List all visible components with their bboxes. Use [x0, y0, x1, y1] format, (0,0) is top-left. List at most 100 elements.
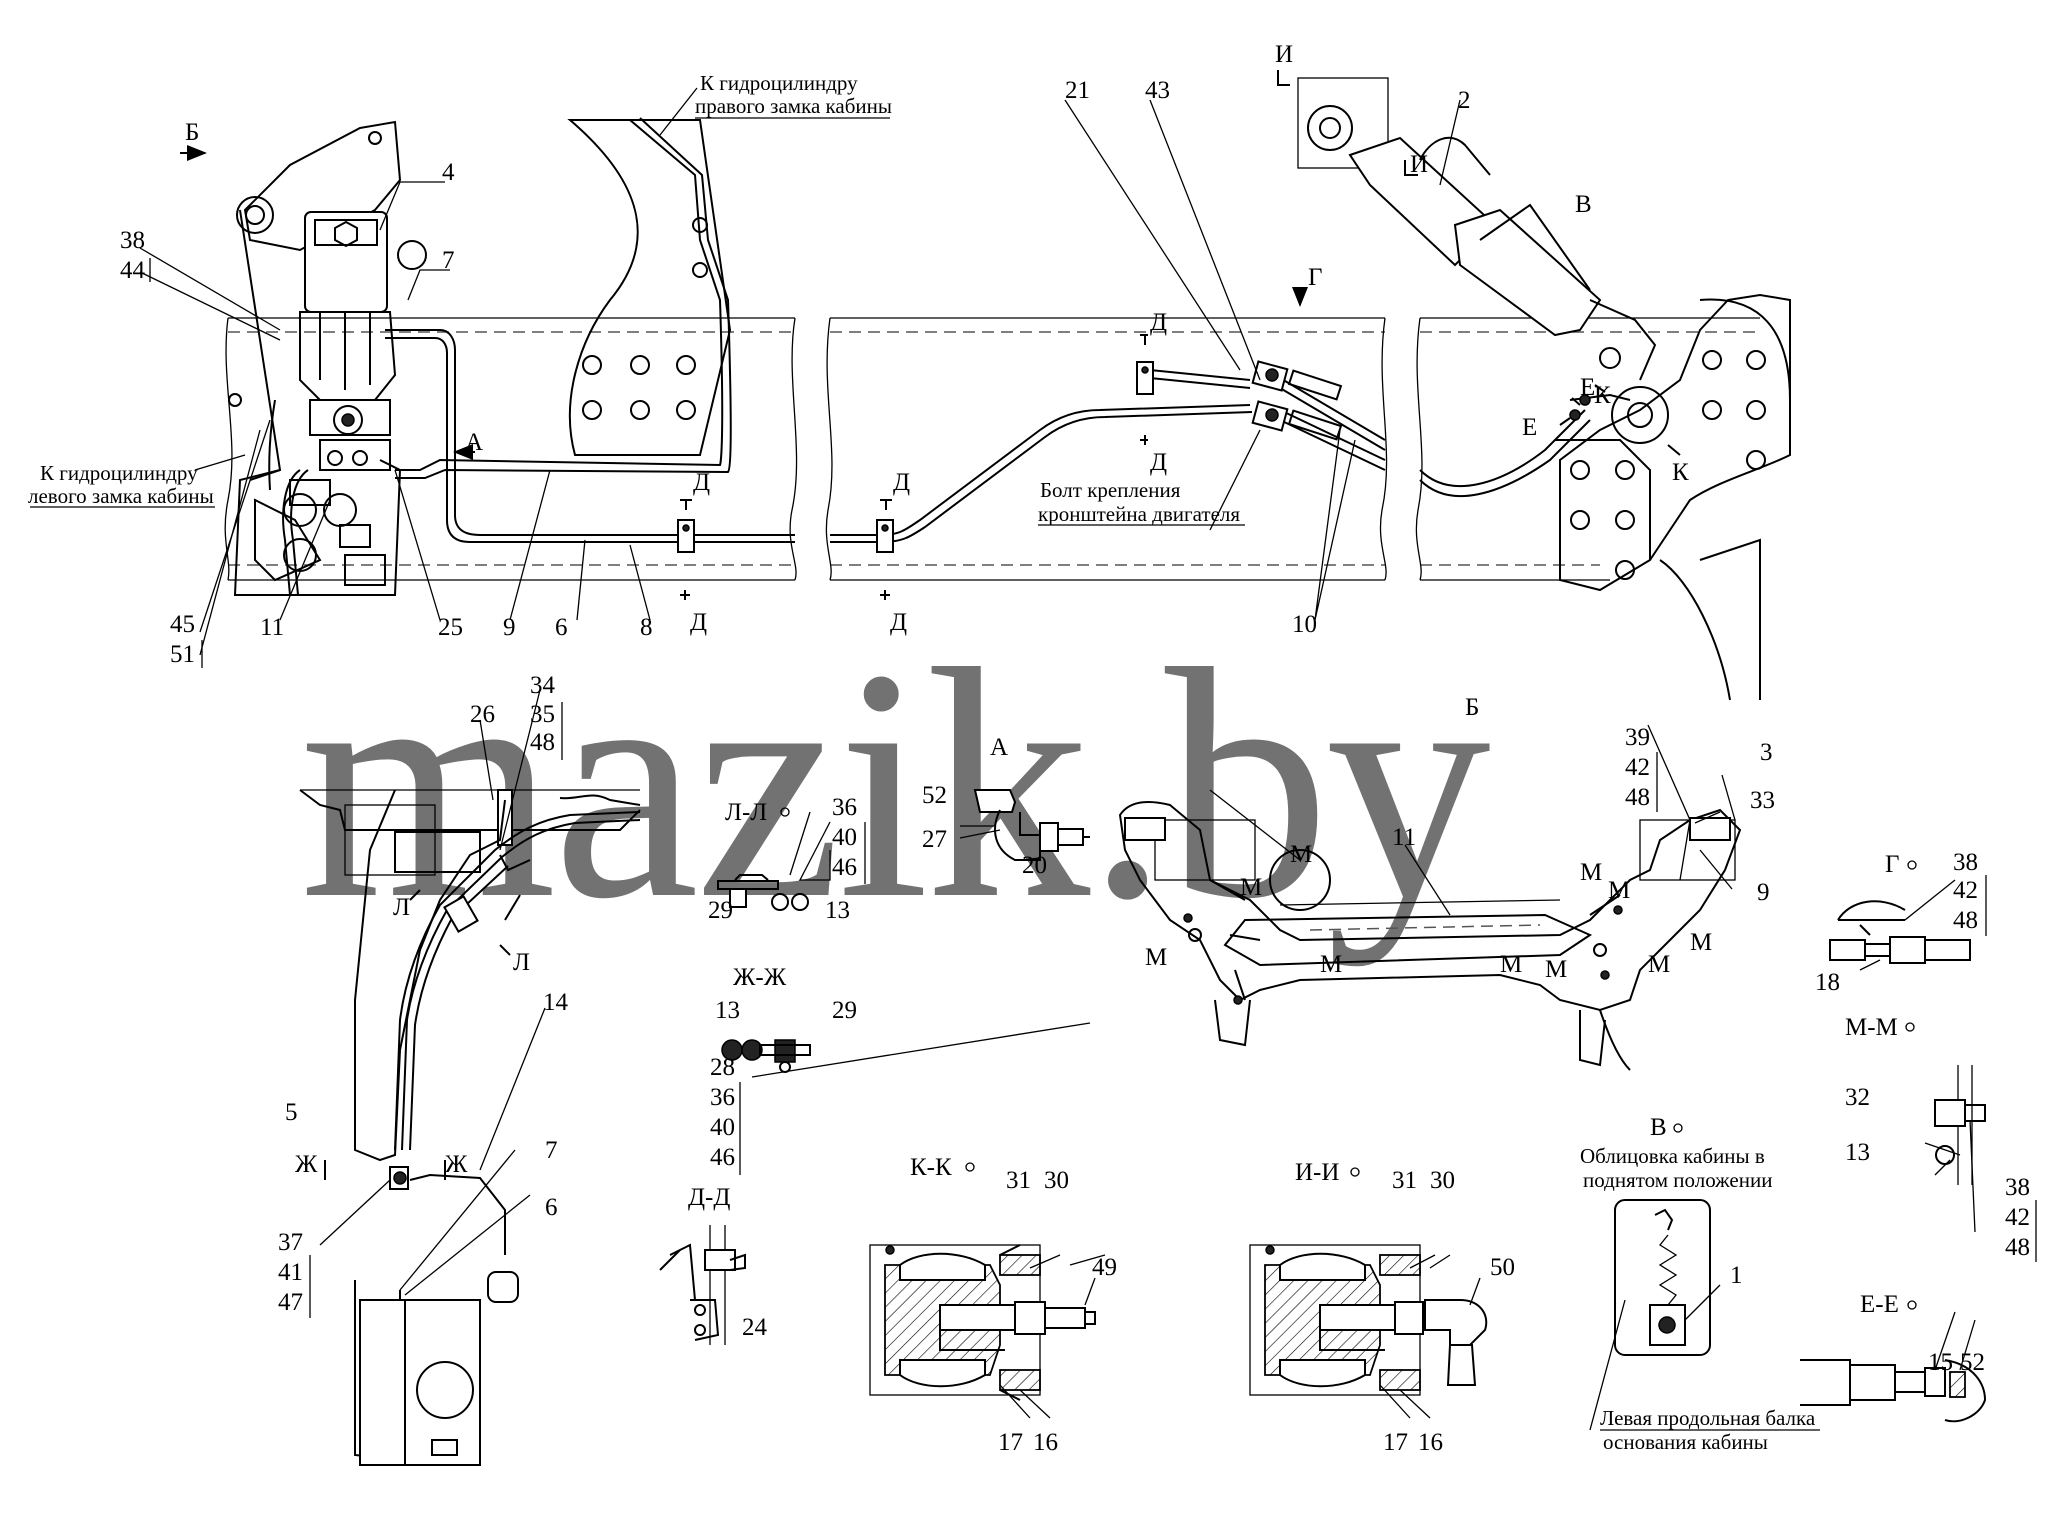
callout-26: 26 — [470, 701, 495, 728]
caption-left-lock-2: левого замка кабины — [28, 484, 214, 508]
hydraulic-cylinder — [1297, 77, 1669, 444]
callout-32: 32 — [1845, 1084, 1870, 1111]
callout-47: 47 — [278, 1289, 303, 1316]
callout-16-ii: 16 — [1418, 1429, 1443, 1456]
callout-7-bottom: 7 — [545, 1137, 558, 1164]
letter-i-1: И — [1275, 41, 1293, 68]
callout-numbers: 4 7 38 44 45 51 11 25 9 6 8 21 43 2 10 2… — [120, 77, 2030, 1456]
callout-46-zh: 46 — [710, 1144, 735, 1171]
title-section-mm: М-М — [1845, 1014, 1898, 1041]
callout-14: 14 — [543, 989, 569, 1016]
section-zhzh-detail — [721, 1039, 811, 1073]
callout-46-ll: 46 — [832, 854, 857, 881]
title-section-v: В — [1650, 1114, 1667, 1141]
section-a-fitting — [973, 789, 1090, 861]
title-section-dd: Д-Д — [688, 1184, 730, 1211]
caption-raised-2: поднятом положении — [1583, 1168, 1772, 1192]
callout-4: 4 — [442, 159, 455, 186]
section-kk-detail — [869, 1244, 1096, 1401]
vertical-bracket — [567, 119, 732, 456]
callout-51: 51 — [170, 641, 195, 668]
section-b-cab-frame — [1118, 801, 1742, 1071]
section-ll-detail — [717, 874, 809, 911]
callout-20: 20 — [1022, 852, 1047, 879]
callout-13-ll: 13 — [825, 897, 850, 924]
callout-13-zh: 13 — [715, 997, 740, 1024]
caption-right-lock-1: К гидроцилиндру — [700, 71, 858, 95]
frame-rails — [224, 317, 1760, 581]
section-ii-detail — [1249, 1244, 1488, 1396]
callout-30-kk: 30 — [1044, 1167, 1069, 1194]
section-titles: Л-Л А Ж-Ж Д-Д К-К И-И Б Г М-М В Е-Е — [688, 694, 1917, 1318]
title-section-ii: И-И — [1295, 1159, 1339, 1186]
caption-raised-1: Облицовка кабины в — [1580, 1144, 1765, 1168]
letter-m-5: М — [1545, 956, 1567, 983]
callout-49: 49 — [1092, 1254, 1117, 1281]
watermark: mazik.by — [300, 602, 1491, 967]
letter-zh-1: Ж — [295, 1151, 318, 1178]
callout-42-g: 42 — [1953, 877, 1978, 904]
callout-43: 43 — [1145, 77, 1170, 104]
callout-11-bottom: 11 — [1392, 824, 1416, 851]
callout-37: 37 — [278, 1229, 303, 1256]
callout-40-ll: 40 — [832, 824, 857, 851]
section-letters: Б А Д Д Д Д Д Д Г И И В Е Е К К Л Л Ж Ж … — [185, 41, 1712, 1178]
pump-assembly — [228, 120, 427, 596]
letter-d-6: Д — [890, 609, 907, 636]
section-v-detail — [1614, 1199, 1711, 1356]
callout-44: 44 — [120, 257, 146, 284]
letter-e-2: Е — [1522, 414, 1537, 441]
callout-45: 45 — [170, 611, 195, 638]
pressure-lines — [268, 117, 1591, 596]
callout-31-ii: 31 — [1392, 1167, 1417, 1194]
callout-48-b: 48 — [1625, 784, 1650, 811]
callout-48-mm: 48 — [2005, 1234, 2030, 1261]
leader-lines — [139, 87, 1976, 1431]
callout-9-top: 9 — [503, 614, 516, 641]
letter-g-top: Г — [1308, 264, 1322, 291]
callout-52-ee: 52 — [1960, 1349, 1985, 1376]
letter-a-top: А — [465, 429, 483, 456]
callout-38-top: 38 — [120, 227, 145, 254]
callout-9-bottom: 9 — [1757, 879, 1770, 906]
section-dd-detail — [659, 1225, 746, 1345]
hose-fittings — [1251, 360, 1343, 441]
letter-d-4: Д — [893, 469, 910, 496]
section-g-detail — [1829, 900, 1971, 964]
title-section-zhzh: Ж-Ж — [733, 964, 787, 991]
captions: К гидроцилиндру правого замка кабины К г… — [28, 71, 1820, 1454]
callout-38-mm: 38 — [2005, 1174, 2030, 1201]
callout-11-top: 11 — [260, 614, 284, 641]
caption-left-lock-1: К гидроцилиндру — [40, 461, 198, 485]
callout-36-zh: 36 — [710, 1084, 735, 1111]
callout-13-mm: 13 — [1845, 1139, 1870, 1166]
letter-m-1: М — [1240, 874, 1262, 901]
caption-beam-1: Левая продольная балка — [1600, 1406, 1816, 1430]
letter-e-1: Е — [1580, 374, 1595, 401]
callout-31-kk: 31 — [1006, 1167, 1031, 1194]
callout-29-zh: 29 — [832, 997, 857, 1024]
letter-k-1: К — [1594, 382, 1611, 409]
callout-17-kk: 17 — [998, 1429, 1023, 1456]
letter-l-2: Л — [513, 949, 530, 976]
callout-27: 27 — [922, 826, 947, 853]
callout-21: 21 — [1065, 77, 1090, 104]
letter-d-1: Д — [1150, 309, 1167, 336]
callout-17-ii: 17 — [1383, 1429, 1408, 1456]
title-section-ll: Л-Л — [725, 799, 767, 826]
callout-48-left: 48 — [530, 729, 555, 756]
letter-b-top: Б — [185, 119, 199, 146]
callout-34: 34 — [530, 672, 556, 699]
letter-d-2: Д — [1150, 449, 1167, 476]
right-cab-mount — [1555, 293, 1791, 701]
callout-42-b: 42 — [1625, 754, 1650, 781]
callout-stack-rules — [149, 258, 2037, 1318]
letter-m-9: М — [1608, 877, 1630, 904]
callout-35: 35 — [530, 701, 555, 728]
title-section-b: Б — [1465, 694, 1479, 721]
callout-25: 25 — [438, 614, 463, 641]
letter-d-3: Д — [693, 469, 710, 496]
letter-m-8: М — [1580, 859, 1602, 886]
letter-v-top: В — [1575, 191, 1592, 218]
